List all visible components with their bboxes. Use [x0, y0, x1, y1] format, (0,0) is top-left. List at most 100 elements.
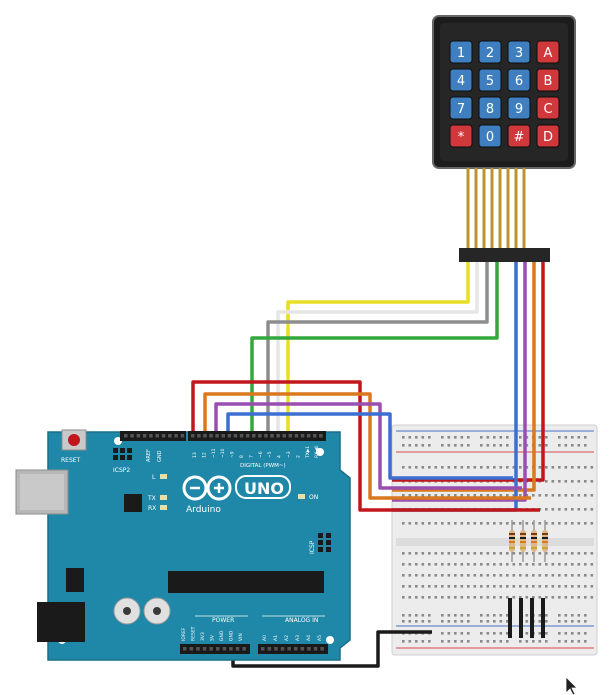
- keypad-key[interactable]: 5: [478, 68, 502, 92]
- keypad-key[interactable]: A: [536, 40, 560, 64]
- breadboard-hole: [506, 552, 509, 555]
- breadboard-hole: [499, 585, 503, 588]
- header-hole: [258, 434, 262, 438]
- breadboard-hole: [571, 585, 574, 588]
- breadboard-hole: [441, 574, 444, 577]
- breadboard-hole: [454, 632, 457, 635]
- breadboard-hole: [447, 563, 451, 566]
- breadboard-hole: [512, 574, 516, 577]
- breadboard-hole: [558, 466, 561, 469]
- breadboard-hole: [493, 585, 496, 588]
- breadboard-hole: [460, 614, 464, 617]
- keypad-key[interactable]: 0: [478, 124, 502, 148]
- breadboard-hole: [577, 508, 581, 511]
- keypad-key[interactable]: 1: [449, 40, 473, 64]
- breadboard-hole: [532, 640, 535, 643]
- digital-pin-label: 13: [192, 452, 198, 458]
- tx-led: [160, 495, 167, 500]
- breadboard-hole: [408, 614, 412, 617]
- breadboard-hole: [506, 585, 509, 588]
- breadboard-hole: [499, 596, 503, 599]
- breadboard-hole: [558, 620, 561, 623]
- header-hole: [233, 434, 238, 438]
- breadboard-hole: [577, 640, 581, 643]
- breadboard-hole: [519, 552, 522, 555]
- keypad-key[interactable]: D: [536, 124, 560, 148]
- breadboard-hole: [499, 522, 503, 525]
- breadboard-hole: [545, 620, 548, 623]
- keypad-key[interactable]: 2: [478, 40, 502, 64]
- breadboard-hole: [551, 563, 555, 566]
- analog-header: [258, 644, 328, 654]
- breadboard-hole: [460, 552, 464, 555]
- breadboard-hole: [467, 585, 470, 588]
- breadboard-hole: [402, 614, 405, 617]
- arduino-logo: UNO Arduino: [182, 475, 291, 515]
- breadboard-hole: [532, 574, 535, 577]
- breadboard-hole: [545, 494, 548, 497]
- keypad-key[interactable]: *: [449, 124, 473, 148]
- keypad-key[interactable]: 3: [507, 40, 531, 64]
- breadboard-hole: [558, 436, 561, 439]
- keypad-key[interactable]: #: [507, 124, 531, 148]
- breadboard-hole: [499, 444, 503, 447]
- keypad-key[interactable]: C: [536, 96, 560, 120]
- breadboard-hole: [538, 596, 542, 599]
- header-hole: [282, 434, 286, 438]
- breadboard-hole: [577, 466, 581, 469]
- header-hole: [229, 647, 233, 651]
- breadboard-hole: [571, 563, 574, 566]
- breadboard-hole: [584, 522, 587, 525]
- breadboard-hole: [486, 522, 490, 525]
- breadboard-hole: [519, 640, 522, 643]
- keypad-key[interactable]: 7: [449, 96, 473, 120]
- breadboard-hole: [512, 596, 516, 599]
- keypad-key[interactable]: 6: [507, 68, 531, 92]
- breadboard-hole: [499, 632, 503, 635]
- breadboard-hole: [447, 640, 451, 643]
- breadboard-hole: [506, 632, 509, 635]
- keypad-key[interactable]: 4: [449, 68, 473, 92]
- breadboard-hole: [486, 574, 490, 577]
- breadboard-hole: [525, 494, 529, 497]
- breadboard-hole: [512, 522, 516, 525]
- keypad-key[interactable]: 9: [507, 96, 531, 120]
- breadboard-hole: [447, 444, 451, 447]
- breadboard-hole: [493, 552, 496, 555]
- breadboard-hole: [428, 596, 431, 599]
- header-hole: [270, 434, 274, 438]
- breadboard-hole: [415, 522, 418, 525]
- breadboard-hole: [499, 563, 503, 566]
- breadboard-hole: [506, 620, 509, 623]
- digital-pin-label: ~10: [220, 448, 226, 458]
- breadboard-hole: [545, 466, 548, 469]
- breadboard-hole: [454, 596, 457, 599]
- breadboard-hole: [441, 436, 444, 439]
- breadboard-hole: [499, 494, 503, 497]
- header-hole: [168, 434, 172, 438]
- breadboard-hole: [577, 444, 581, 447]
- header-hole: [203, 434, 207, 438]
- header-hole: [313, 434, 317, 438]
- wire-gray: [266, 262, 489, 438]
- breadboard-hole: [480, 596, 483, 599]
- breadboard-hole: [402, 563, 405, 566]
- breadboard-hole: [571, 522, 574, 525]
- keypad-key[interactable]: B: [536, 68, 560, 92]
- breadboard-hole: [506, 596, 509, 599]
- breadboard-hole: [551, 508, 555, 511]
- breadboard-hole: [532, 494, 535, 497]
- breadboard-hole: [493, 596, 496, 599]
- breadboard-hole: [571, 466, 574, 469]
- header-hole: [130, 434, 134, 438]
- breadboard-hole: [577, 585, 581, 588]
- breadboard-hole: [428, 436, 431, 439]
- breadboard-hole: [525, 585, 529, 588]
- breadboard-hole: [558, 444, 561, 447]
- wire-yellow: [286, 262, 470, 438]
- breadboard-hole: [486, 614, 490, 617]
- keypad-key[interactable]: 8: [478, 96, 502, 120]
- breadboard-hole: [538, 640, 542, 643]
- header-hole: [227, 434, 232, 438]
